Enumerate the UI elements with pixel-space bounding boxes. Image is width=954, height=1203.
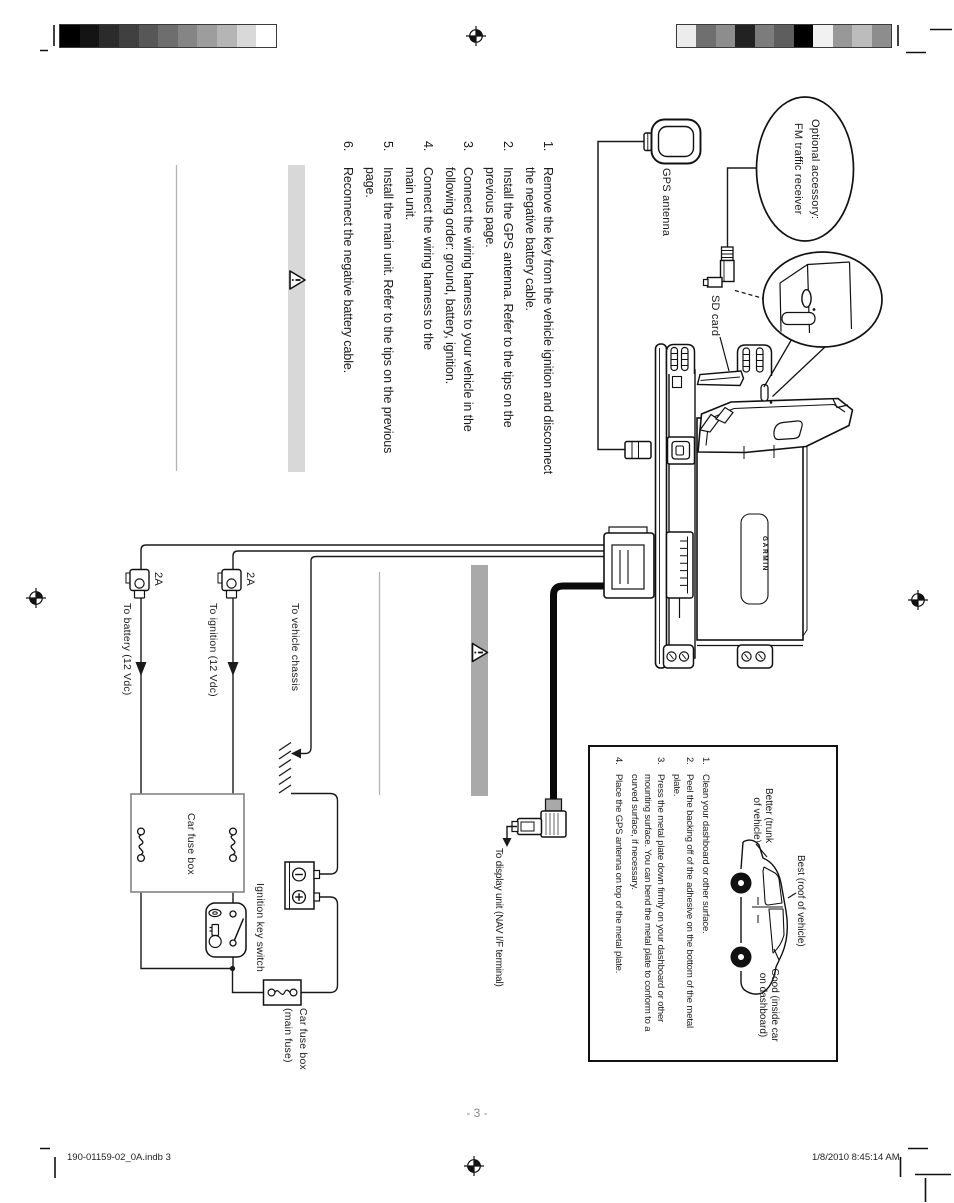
brand-logo: GARMIN <box>761 536 768 572</box>
list-item: 2.Install the GPS antenna. Refer to the … <box>483 141 515 428</box>
car-fuse-box-drawing <box>130 793 245 893</box>
main-fuse-drawing <box>262 979 302 1006</box>
car-fuse-box-main-label: Car fuse box (main fuse) <box>282 1008 309 1070</box>
chassis-ground-icon <box>278 741 292 794</box>
calibration-strip-right <box>676 24 892 48</box>
list-item: 1.Clean your dashboard or other surface. <box>700 757 711 934</box>
list-item: 3.Press the metal plate down firmly on y… <box>629 757 666 1032</box>
file-info: 190-01159-02_0A.indb 3 <box>67 1152 171 1163</box>
print-timestamp: 1/8/2010 8:45:14 AM <box>812 1152 900 1163</box>
harness-connector-drawing <box>603 526 655 599</box>
fuse-rating-label: 2A <box>152 572 164 586</box>
antenna-plug-drawing <box>624 440 652 460</box>
list-item: 2.Peel the backing off of the adhesive o… <box>671 757 695 1028</box>
wiring-harness-wires <box>140 544 606 994</box>
fuse-2a-icon <box>217 568 242 599</box>
to-battery-label: To battery (12 Vdc) <box>121 603 133 696</box>
trim-marks <box>40 25 952 1202</box>
fm-receiver-drawing <box>702 96 855 300</box>
to-display-unit-label: To display unit (NAV I/F terminal) <box>493 848 504 987</box>
arrowheads <box>135 662 301 972</box>
wheel-icon <box>730 872 752 968</box>
pin-connector-drawing <box>665 531 694 618</box>
usb-port-drawing <box>666 436 696 465</box>
calibration-strip-left <box>59 24 277 48</box>
detail-callout-circle <box>762 251 883 397</box>
ignition-switch-drawing <box>205 902 247 958</box>
optional-accessory-label: Optional accessory: FM traffic receiver <box>792 118 821 220</box>
fuse-2a-icon <box>125 568 150 599</box>
car-drawing <box>730 839 797 995</box>
to-ignition-label: To ignition (12 Vdc) <box>207 603 219 697</box>
main-unit-drawing <box>654 336 854 669</box>
list-item: 4.Place the GPS antenna on top of the me… <box>613 757 624 974</box>
car-fuse-box-label: Car fuse box <box>185 813 197 875</box>
ignition-key-switch-label: Ignition key switch <box>254 883 266 973</box>
battery-drawing <box>284 861 321 910</box>
fuse-rating-label: 2A <box>244 572 256 586</box>
placement-steps-list: 1.Clean your dashboard or other surface.… <box>609 757 712 1052</box>
list-item: 3.Connect the wiring harness to your veh… <box>443 141 475 432</box>
warning-icon <box>471 642 489 663</box>
battery-positive-terminal-icon <box>291 889 321 905</box>
display-cable-drawing <box>502 582 604 847</box>
page-number: - 3 - <box>466 1106 488 1120</box>
antenna-placement-box: Better (trunk of vehicle) Best (roof of … <box>588 745 838 1062</box>
sd-card-label: SD card <box>709 295 721 337</box>
list-item: 4.Connect the wiring harness to the main… <box>403 141 435 350</box>
better-label: Better (trunk of vehicle) <box>751 787 774 843</box>
section-band <box>175 165 488 796</box>
to-vehicle-chassis-label: To vehicle chassis <box>289 603 301 692</box>
gps-antenna-label: GPS antenna <box>660 168 672 237</box>
install-steps-list: 1.Remove the key from the vehicle igniti… <box>339 141 557 523</box>
best-label: Best (roof of vehicle) <box>795 855 806 947</box>
list-item: 6.Reconnect the negative battery cable. <box>341 141 355 374</box>
list-item: 5.Install the main unit. Refer to the ti… <box>363 141 395 454</box>
battery-negative-terminal-icon <box>291 867 321 882</box>
good-label: Good (inside car on dashboard) <box>757 968 780 1042</box>
list-item: 1.Remove the key from the vehicle igniti… <box>523 141 555 475</box>
warning-icon <box>289 270 306 290</box>
sd-card-drawing <box>696 336 745 387</box>
gps-antenna-drawing <box>597 118 702 460</box>
